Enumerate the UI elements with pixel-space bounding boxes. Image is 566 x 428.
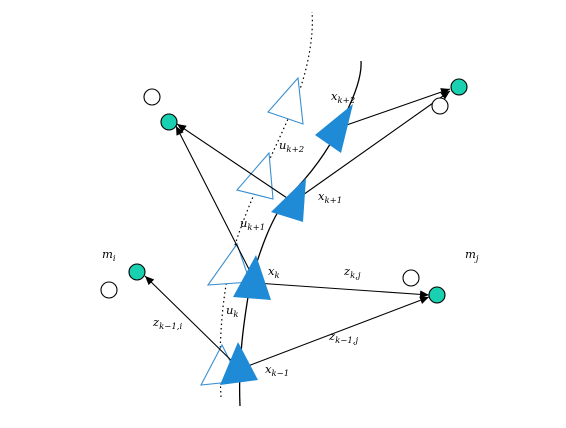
pose-x-k-minus-1 bbox=[220, 342, 258, 385]
label-u-k: uk bbox=[226, 303, 239, 320]
estimated-pose-k bbox=[206, 242, 251, 286]
landmark-m-i bbox=[128, 263, 146, 281]
label-u-k-plus-1: uk+1 bbox=[240, 216, 265, 233]
estimated-landmark-top-left bbox=[143, 88, 161, 106]
pose-x-k-plus-1 bbox=[271, 178, 306, 222]
arrow-xk-to-landmark-left bbox=[175, 125, 257, 284]
label-x-k-plus-2: xk+2 bbox=[331, 89, 355, 106]
estimated-landmark-mj bbox=[402, 269, 420, 287]
true-poses bbox=[220, 104, 353, 385]
label-z-k-minus-1-i: zk−1,i bbox=[152, 315, 182, 332]
landmark-m-j bbox=[428, 286, 446, 304]
estimated-landmark-top-right bbox=[431, 97, 449, 115]
label-z-k-j: zk,j bbox=[343, 264, 361, 281]
pose-x-k bbox=[233, 255, 271, 300]
label-u-k-plus-2: uk+2 bbox=[279, 138, 304, 155]
estimated-pose-k-plus-2 bbox=[267, 76, 304, 125]
arrow-xk-to-mj bbox=[255, 282, 430, 299]
landmark-top-left bbox=[160, 113, 178, 131]
landmark-top-right bbox=[450, 78, 468, 96]
estimated-landmark-mi bbox=[100, 281, 118, 299]
label-z-k-minus-1-j: zk−1,j bbox=[328, 329, 358, 346]
arrow-xk2-to-landmark-right bbox=[337, 88, 451, 129]
label-m-j: mj bbox=[465, 247, 479, 264]
label-x-k-plus-1: xk+1 bbox=[318, 189, 342, 206]
measurement-arrows bbox=[144, 88, 451, 370]
label-x-k-minus-1: xk−1 bbox=[265, 362, 289, 379]
pose-x-k-plus-2 bbox=[315, 104, 353, 153]
label-x-k: xk bbox=[268, 264, 280, 281]
arrow-xk1-to-landmark-left bbox=[176, 123, 294, 203]
estimated-landmarks bbox=[100, 88, 449, 299]
true-landmarks bbox=[128, 78, 468, 304]
arrow-xk1-to-landmark-right bbox=[292, 90, 451, 203]
arrow-xk-1-to-mi bbox=[144, 275, 241, 370]
arrow-xk-1-to-mj bbox=[239, 296, 430, 370]
label-m-i: mi bbox=[102, 247, 116, 264]
